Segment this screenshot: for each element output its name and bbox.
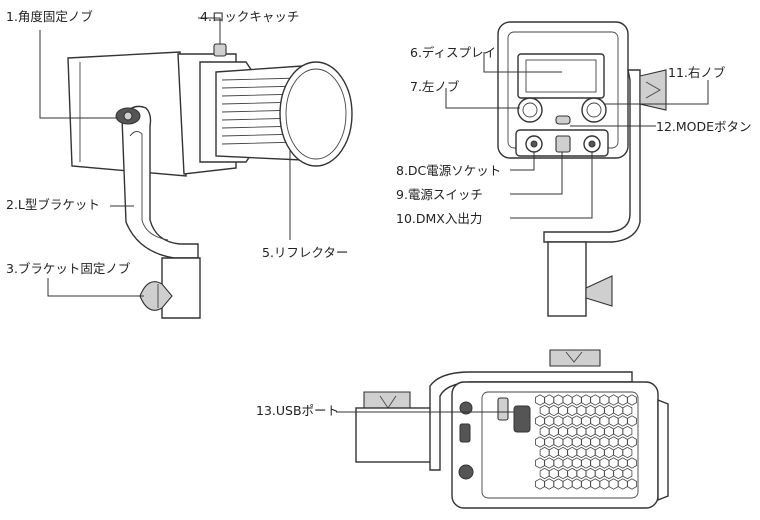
label-angle-knob: 1.角度固定ノブ	[6, 9, 93, 24]
vent-hexagon	[622, 467, 633, 480]
bottom-view	[355, 349, 669, 509]
left-knob	[517, 97, 543, 123]
l-bracket	[121, 105, 199, 259]
leader-lines	[39, 17, 709, 413]
label-power-switch: 9.電源スイッチ	[396, 187, 483, 202]
label-l-bracket: 2.L型ブラケット	[6, 197, 100, 212]
reflector	[279, 61, 353, 167]
bracket-knob	[139, 281, 173, 311]
label-display: 6.ディスプレイ	[410, 45, 497, 60]
vent-hexagon	[622, 404, 633, 417]
side-view	[67, 43, 353, 319]
label-usb-port: 13.USBポート	[256, 403, 340, 418]
label-mode-button: 12.MODEボタン	[656, 119, 752, 134]
vent-hexagon	[622, 446, 633, 459]
mode-button	[555, 115, 571, 125]
label-left-knob: 7.左ノブ	[410, 79, 460, 94]
vent-hexagon	[627, 436, 637, 448]
vent-hexagon	[627, 394, 637, 406]
label-right-knob: 11.右ノブ	[668, 65, 726, 80]
back-view	[497, 21, 667, 317]
vent-grid	[535, 394, 637, 490]
lock-catch	[213, 43, 227, 57]
label-reflector: 5.リフレクター	[262, 245, 349, 260]
label-dc-socket: 8.DC電源ソケット	[396, 163, 502, 178]
label-dmx: 10.DMX入出力	[396, 211, 483, 226]
label-lock-catch: 4.ロックキャッチ	[200, 9, 300, 24]
vent-hexagon	[627, 478, 637, 490]
vent-hexagon	[627, 457, 637, 469]
right-knob	[639, 69, 667, 111]
display	[517, 53, 605, 99]
right-knob-dial	[581, 97, 607, 123]
power-switch	[555, 135, 571, 153]
vent-hexagon	[627, 415, 637, 427]
vent-hexagon	[622, 425, 633, 438]
label-bracket-knob: 3.ブラケット固定ノブ	[6, 261, 131, 276]
usb-port	[513, 405, 531, 433]
